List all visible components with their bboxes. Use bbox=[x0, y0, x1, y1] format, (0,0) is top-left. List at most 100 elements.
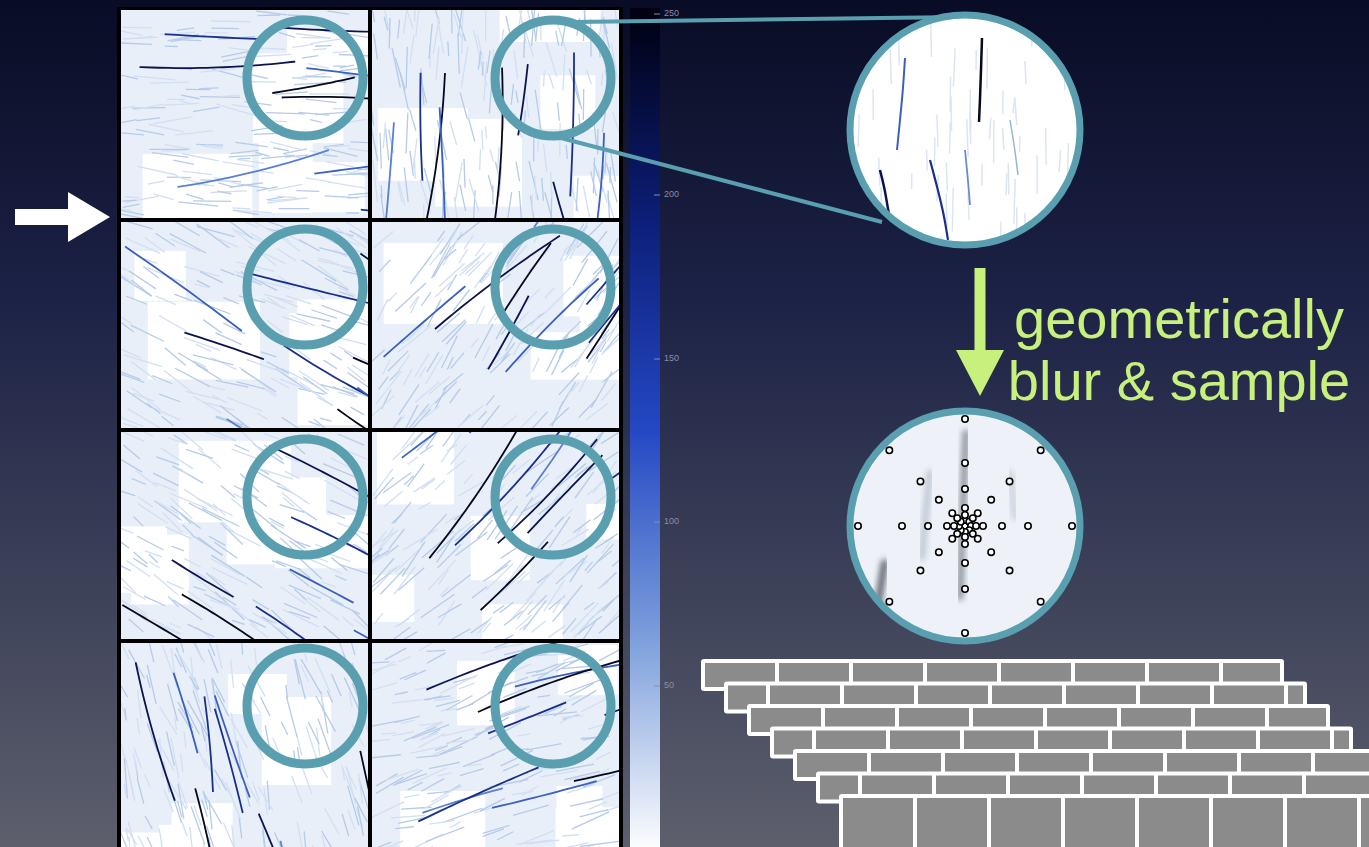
edge-response bbox=[218, 183, 233, 187]
edge-response bbox=[599, 645, 619, 660]
strong-edge bbox=[570, 52, 574, 196]
edge-response bbox=[601, 432, 618, 443]
sample-point bbox=[949, 510, 955, 516]
feature-panel bbox=[372, 222, 619, 428]
edge-response bbox=[464, 236, 473, 249]
edge-response bbox=[249, 620, 266, 628]
edge-response bbox=[503, 764, 519, 771]
edge-response bbox=[124, 784, 127, 798]
edge-response bbox=[542, 178, 544, 201]
edge-response bbox=[178, 801, 182, 817]
edge-response bbox=[221, 485, 235, 497]
edge-response bbox=[305, 99, 336, 102]
edge-response bbox=[138, 166, 178, 175]
edge-response bbox=[589, 802, 607, 810]
edge-response bbox=[614, 255, 619, 267]
edge-response bbox=[282, 493, 307, 514]
edge-response bbox=[438, 544, 461, 567]
edge-response bbox=[471, 338, 479, 347]
edge-response bbox=[261, 697, 270, 716]
edge-response bbox=[462, 253, 485, 271]
edge-response bbox=[282, 317, 307, 325]
panel-blank bbox=[172, 803, 233, 847]
edge-response bbox=[410, 109, 416, 130]
edge-response bbox=[372, 567, 397, 587]
edge-response bbox=[145, 774, 150, 787]
edge-response bbox=[121, 120, 136, 123]
edge-response bbox=[481, 130, 483, 150]
edge-response bbox=[178, 781, 187, 808]
edge-response bbox=[946, 163, 947, 191]
sample-point bbox=[962, 416, 968, 422]
edge-response bbox=[194, 300, 231, 314]
edge-response bbox=[279, 208, 310, 209]
edge-response bbox=[281, 368, 315, 385]
edge-response bbox=[144, 596, 165, 606]
edge-response bbox=[512, 791, 533, 794]
edge-response bbox=[232, 228, 258, 249]
edge-response bbox=[211, 555, 245, 576]
sample-point bbox=[1006, 567, 1012, 573]
edge-response bbox=[204, 32, 227, 34]
edge-response bbox=[193, 107, 219, 112]
edge-response bbox=[223, 298, 239, 304]
edge-response bbox=[585, 562, 593, 571]
edge-response bbox=[480, 798, 505, 810]
edge-response bbox=[1067, 194, 1069, 216]
edge-response bbox=[372, 662, 389, 663]
panel-blank bbox=[121, 526, 167, 592]
edge-response bbox=[478, 617, 492, 634]
edge-response bbox=[572, 690, 597, 705]
edge-response bbox=[380, 133, 381, 169]
edge-response bbox=[159, 394, 180, 402]
sample-point bbox=[951, 523, 957, 529]
strong-edge bbox=[553, 182, 599, 218]
edge-response bbox=[389, 529, 405, 549]
edge-response bbox=[276, 298, 298, 307]
edge-response bbox=[348, 193, 368, 195]
edge-response bbox=[544, 287, 571, 314]
edge-response bbox=[125, 196, 159, 202]
feature-panel bbox=[372, 643, 619, 847]
edge-response bbox=[203, 402, 235, 411]
edge-response bbox=[227, 398, 262, 412]
edge-response bbox=[342, 617, 353, 627]
edge-response bbox=[196, 344, 211, 351]
edge-response bbox=[549, 74, 554, 88]
edge-response bbox=[201, 722, 205, 741]
feature-panel bbox=[372, 10, 619, 218]
feature-cell bbox=[1213, 798, 1283, 847]
edge-response bbox=[385, 648, 406, 660]
edge-response bbox=[574, 75, 582, 109]
edge-response bbox=[340, 65, 354, 68]
edge-response bbox=[133, 753, 137, 774]
edge-response bbox=[121, 684, 128, 697]
edge-response bbox=[442, 320, 465, 342]
edge-response bbox=[276, 561, 300, 569]
edge-response bbox=[429, 23, 432, 58]
edge-response bbox=[205, 735, 206, 752]
feature-cell bbox=[991, 798, 1061, 847]
edge-response bbox=[434, 698, 455, 700]
edge-response bbox=[540, 24, 542, 40]
edge-response bbox=[444, 808, 482, 822]
edge-response bbox=[134, 552, 148, 564]
edge-response bbox=[469, 179, 479, 212]
edge-response bbox=[447, 357, 453, 369]
edge-response bbox=[315, 45, 332, 47]
edge-response bbox=[459, 249, 468, 263]
edge-response bbox=[299, 240, 320, 251]
edge-response bbox=[487, 415, 517, 428]
edge-response bbox=[335, 575, 346, 580]
edge-response bbox=[580, 810, 608, 817]
edge-response bbox=[427, 650, 446, 651]
edge-response bbox=[326, 162, 354, 167]
edge-response bbox=[197, 627, 219, 639]
edge-response bbox=[596, 787, 619, 802]
edge-response bbox=[350, 407, 364, 415]
edge-response bbox=[332, 174, 368, 175]
edge-response bbox=[410, 35, 414, 63]
edge-response bbox=[171, 506, 201, 529]
edge-response bbox=[145, 237, 165, 252]
edge-response bbox=[408, 464, 425, 487]
